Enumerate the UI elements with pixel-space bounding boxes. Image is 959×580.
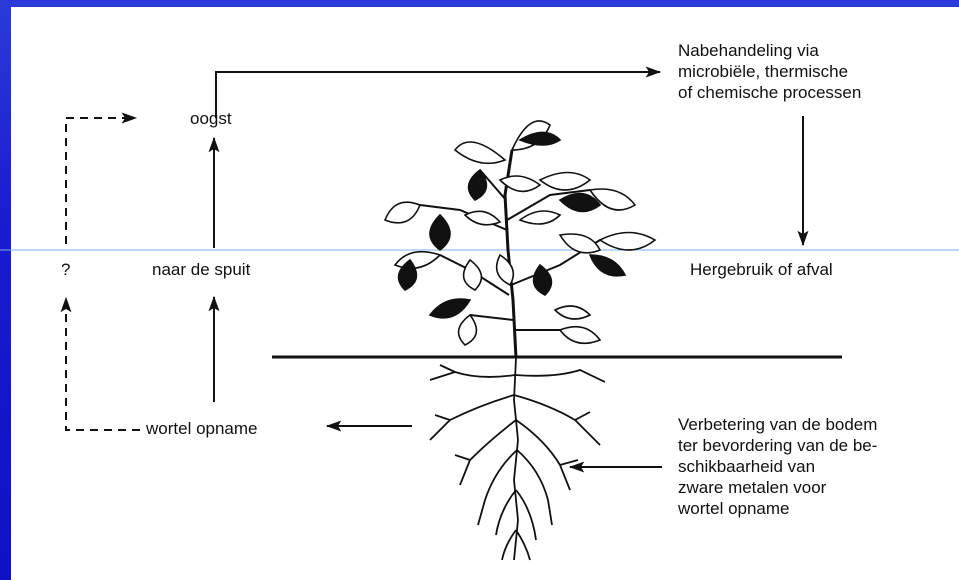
root-system bbox=[430, 358, 605, 560]
plant-illustration bbox=[385, 121, 655, 358]
verbetering-line-2: ter bevordering van de be- bbox=[678, 435, 877, 456]
label-oogst: oogst bbox=[190, 108, 232, 129]
arrow-oogst-to-nabehandeling bbox=[216, 72, 660, 118]
label-wortel-opname: wortel opname bbox=[146, 418, 258, 439]
verbetering-line-4: zware metalen voor bbox=[678, 477, 877, 498]
label-verbetering: Verbetering van de bodem ter bevordering… bbox=[678, 414, 877, 519]
dashed-arrow-question-to-oogst bbox=[66, 118, 136, 244]
dashed-arrow-wortel-to-question bbox=[66, 298, 140, 430]
verbetering-line-1: Verbetering van de bodem bbox=[678, 414, 877, 435]
verbetering-line-5: wortel opname bbox=[678, 498, 877, 519]
label-question: ? bbox=[61, 259, 70, 280]
nabehandeling-line-1: Nabehandeling via bbox=[678, 40, 861, 61]
verbetering-line-3: schikbaarheid van bbox=[678, 456, 877, 477]
label-nabehandeling: Nabehandeling via microbiële, thermische… bbox=[678, 40, 861, 103]
label-naar-de-spuit: naar de spuit bbox=[152, 259, 250, 280]
nabehandeling-line-3: of chemische processen bbox=[678, 82, 861, 103]
nabehandeling-line-2: microbiële, thermische bbox=[678, 61, 861, 82]
label-hergebruik: Hergebruik of afval bbox=[690, 259, 833, 280]
